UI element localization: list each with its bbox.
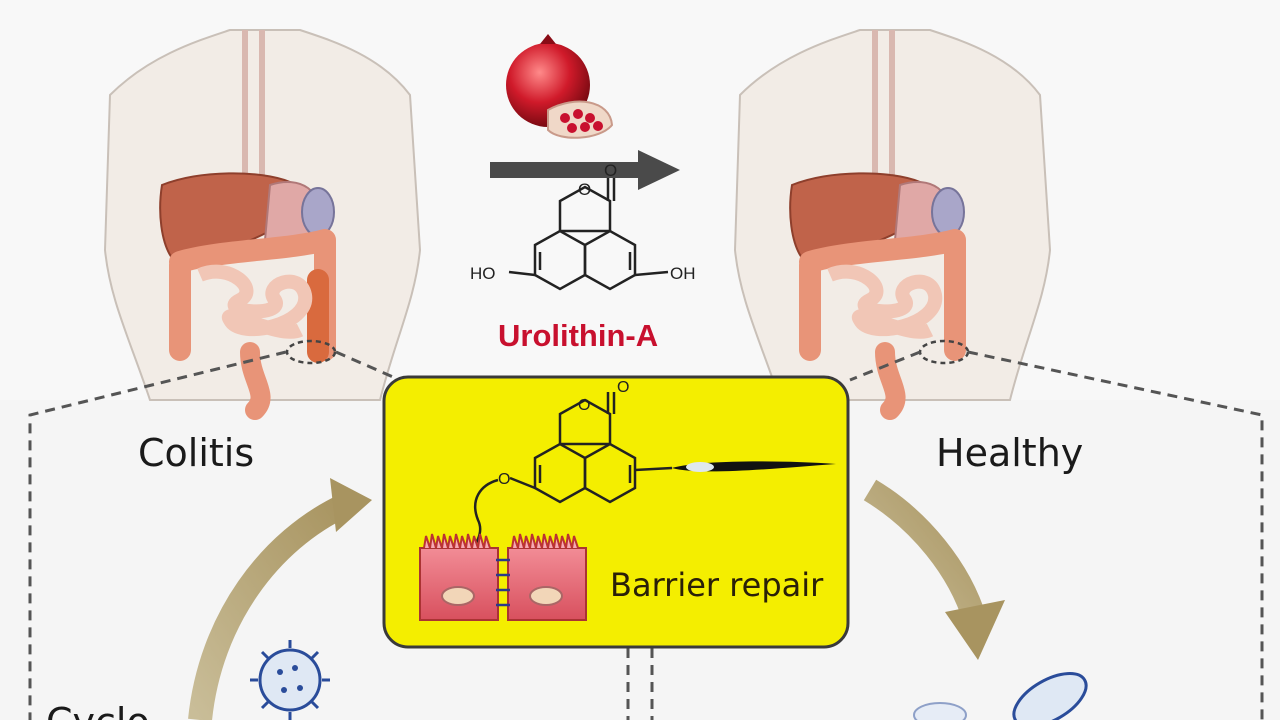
gold-arrow-left — [188, 478, 372, 720]
liver-left — [159, 172, 297, 264]
colon-right — [799, 229, 966, 361]
barrier-repair-caption: Barrier repair — [610, 566, 824, 604]
ring-oxygen-top: O — [578, 180, 591, 199]
epithelial-cells — [419, 533, 587, 621]
epithelial-cell-right — [507, 533, 587, 621]
liver-right — [789, 172, 927, 264]
urolithin-a-structure — [508, 178, 669, 291]
state-label-healthy: Healthy — [936, 431, 1083, 475]
bacterium-icon-right — [913, 672, 1088, 720]
spleen-left — [301, 187, 335, 237]
epithelial-cell-left — [419, 533, 499, 621]
ring-oxygen-box: O — [578, 397, 590, 414]
ether-oxygen-box: O — [498, 471, 510, 488]
healthy-torso — [733, 29, 1052, 420]
zoom-connectors — [28, 350, 1264, 720]
rectum-right — [875, 342, 906, 420]
spleen-right — [931, 187, 965, 237]
small-intestine-right — [827, 264, 943, 339]
tight-junction — [496, 558, 510, 607]
needle-icon — [672, 461, 836, 472]
carbonyl-oxygen-box: O — [617, 379, 629, 396]
zoom-circle-left — [285, 339, 337, 365]
state-label-colitis: Colitis — [138, 431, 254, 475]
hydroxyl-left-top: HO — [470, 264, 496, 283]
gold-arrow-right — [863, 479, 1005, 660]
hydroxyl-right-top: OH — [670, 264, 696, 283]
compound-name-label: Urolithin-A — [498, 318, 658, 353]
bottom-left-text: Cyclo... — [46, 700, 185, 720]
bacterium-icon-left — [250, 640, 330, 720]
pomegranate-icon — [506, 34, 614, 139]
esophagus-left — [242, 30, 265, 180]
esophagus-right — [872, 30, 895, 180]
carbonyl-oxygen-top: O — [604, 161, 617, 180]
colitis-torso — [103, 29, 422, 420]
transition-arrow — [490, 150, 680, 190]
small-intestine-left — [197, 264, 313, 339]
barrier-repair-box — [382, 375, 850, 649]
